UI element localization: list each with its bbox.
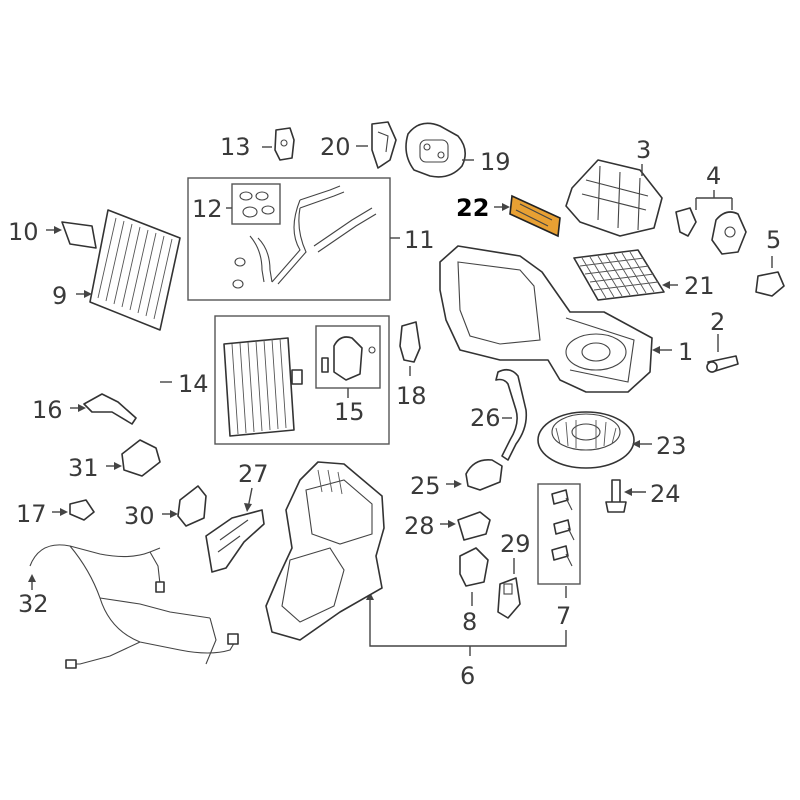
part-30-actuator[interactable] (177, 485, 207, 527)
callout-13: 13 (220, 133, 251, 161)
part-23-blower-motor[interactable] (537, 411, 635, 469)
callout-8: 8 (462, 608, 477, 636)
callout-23: 23 (656, 432, 687, 460)
callout-19: 19 (480, 148, 511, 176)
callout-29: 29 (500, 530, 531, 558)
arrow-10 (54, 226, 62, 234)
part-32-wiring-harness[interactable] (29, 544, 239, 669)
leader-4 (695, 190, 733, 210)
arrow-27 (244, 503, 252, 512)
part-28-actuator[interactable] (457, 511, 491, 541)
part-7-fasteners[interactable] (551, 489, 575, 567)
arrow-28 (448, 520, 456, 528)
callout-24: 24 (650, 480, 681, 508)
callout-5: 5 (766, 226, 781, 254)
callout-11: 11 (404, 226, 435, 254)
callout-10: 10 (8, 218, 39, 246)
part-20-bracket[interactable] (371, 121, 397, 169)
part-6-heater-case[interactable] (265, 461, 385, 641)
part-21-cabin-filter[interactable] (573, 249, 665, 301)
arrow-16 (78, 404, 86, 412)
callout-26: 26 (470, 404, 501, 432)
part-14-evaporator[interactable] (223, 337, 303, 437)
part-31-actuator[interactable] (121, 439, 161, 477)
callout-21: 21 (684, 272, 715, 300)
leader-6 (369, 596, 567, 647)
arrow-17 (60, 508, 68, 516)
part-3-housing-top[interactable] (565, 159, 663, 237)
arrow-9 (84, 290, 92, 298)
callout-3: 3 (636, 136, 651, 164)
callout-1: 1 (678, 338, 693, 366)
kit-14-box (214, 315, 390, 445)
arrow-32 (28, 574, 36, 582)
part-13-clip[interactable] (274, 127, 295, 161)
part-18-valve[interactable] (399, 321, 421, 363)
arrow-23 (632, 440, 640, 448)
callout-15: 15 (334, 398, 365, 426)
callout-4: 4 (706, 162, 721, 190)
callout-30: 30 (124, 502, 155, 530)
part-4-actuator[interactable] (675, 207, 747, 255)
arrow-1 (652, 346, 660, 354)
part-9-heater-core[interactable] (89, 209, 181, 331)
callout-32: 32 (18, 590, 49, 618)
callout-18: 18 (396, 382, 427, 410)
callout-28: 28 (404, 512, 435, 540)
part-16-sensor[interactable] (83, 393, 137, 425)
arrow-24 (624, 488, 632, 496)
callout-31: 31 (68, 454, 99, 482)
callout-27: 27 (238, 460, 269, 488)
arrow-22 (502, 203, 510, 211)
arrow-31 (114, 462, 122, 470)
callout-9: 9 (52, 282, 67, 310)
part-2-screw[interactable] (706, 355, 739, 373)
part-8-sensor[interactable] (459, 547, 489, 587)
callout-17: 17 (16, 500, 47, 528)
part-24-bolt[interactable] (605, 479, 627, 513)
callout-6: 6 (460, 662, 475, 690)
part-12-orings[interactable] (231, 183, 281, 289)
kit-11-box (187, 177, 391, 301)
part-15-expansion-valve[interactable] (315, 325, 381, 389)
part-22-gasket[interactable] (509, 194, 561, 238)
part-25-seal[interactable] (465, 458, 503, 491)
part-17-sensor[interactable] (69, 499, 95, 521)
callout-12: 12 (192, 195, 223, 223)
arrow-25 (454, 480, 462, 488)
arrow-30 (170, 510, 178, 518)
callout-14: 14 (178, 370, 209, 398)
part-5-clip[interactable] (755, 271, 785, 297)
callout-22: 22 (456, 194, 489, 222)
callout-20: 20 (320, 133, 351, 161)
arrow-21 (662, 281, 670, 289)
part-27-bracket[interactable] (205, 509, 265, 573)
callout-16: 16 (32, 396, 63, 424)
arrow-6 (366, 592, 374, 600)
part-11-pipes[interactable] (249, 185, 377, 285)
part-29-sensor[interactable] (497, 577, 521, 619)
kit-7-box (537, 483, 581, 585)
part-26-drain-hose[interactable] (495, 368, 528, 461)
callout-2: 2 (710, 308, 725, 336)
part-1-hvac-case[interactable] (439, 245, 653, 393)
callout-7: 7 (556, 602, 571, 630)
callout-25: 25 (410, 472, 441, 500)
part-10-clip[interactable] (61, 221, 97, 249)
part-19-seal[interactable] (405, 122, 466, 178)
